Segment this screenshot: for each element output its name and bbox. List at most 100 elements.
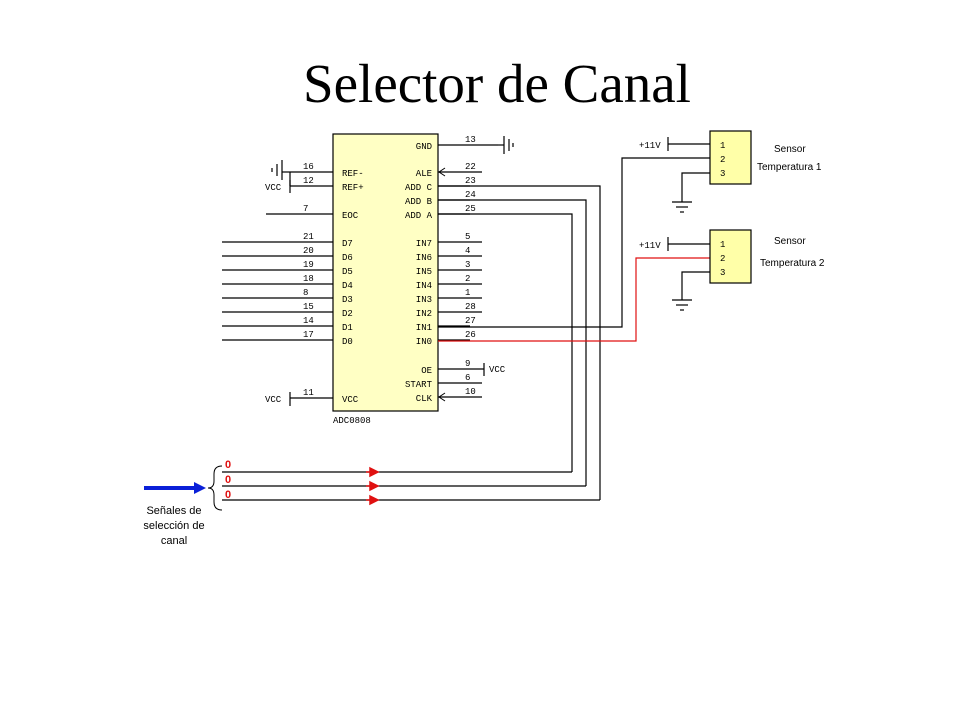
plus11v-label-2: +11V — [639, 241, 661, 251]
pin-number: 19 — [303, 260, 314, 270]
vcc-ref-plus: VCC — [265, 180, 291, 193]
pin-label: START — [405, 380, 433, 390]
selection-bit-a: 0 — [225, 489, 231, 501]
pin-number: 16 — [303, 162, 314, 172]
plus11v-label-1: +11V — [639, 141, 661, 151]
vcc-pin11: VCC — [265, 392, 291, 406]
pin-label: D5 — [342, 267, 353, 277]
pin-number: 3 — [465, 260, 470, 270]
vcc-label-ref: VCC — [265, 183, 282, 193]
red-arrow-icon — [369, 480, 380, 492]
pin-number: 7 — [303, 204, 308, 214]
selection-caption: Señales de selección de canal — [143, 505, 204, 547]
pin-label: CLK — [416, 394, 433, 404]
pin-label: D4 — [342, 281, 353, 291]
plus11v-sensor2: +11V — [639, 237, 710, 251]
pin-number: 25 — [465, 204, 476, 214]
selection-caption-line3: canal — [161, 535, 187, 547]
pin-number: 10 — [465, 387, 476, 397]
blue-arrow-icon — [144, 482, 206, 494]
pin-number: 28 — [465, 302, 476, 312]
sensor-2-body — [709, 229, 752, 284]
pin-number: 11 — [303, 388, 314, 398]
pin-label: IN7 — [416, 239, 432, 249]
vcc-oe: VCC — [483, 363, 506, 376]
pin-label: D2 — [342, 309, 353, 319]
red-arrows — [366, 466, 380, 506]
pin-number: 5 — [465, 232, 470, 242]
input-arrow-icon — [438, 392, 446, 402]
pin-label: GND — [416, 142, 432, 152]
pin-label: D1 — [342, 323, 353, 333]
pin-number: 9 — [465, 359, 470, 369]
red-arrow-icon — [369, 494, 380, 506]
pin-label: IN6 — [416, 253, 432, 263]
sensor-2-pin1: 1 — [720, 240, 725, 250]
vcc-label-oe: VCC — [489, 365, 506, 375]
pin-number: 20 — [303, 246, 314, 256]
left-pin-d3: 8D3 — [222, 288, 353, 305]
pin-number: 4 — [465, 246, 470, 256]
selection-caption-line2: selección de — [143, 520, 204, 532]
address-wires — [222, 185, 601, 501]
sensor-1-pin3: 3 — [720, 169, 725, 179]
sensor-1-pin1: 1 — [720, 141, 725, 151]
pin-label: D7 — [342, 239, 353, 249]
sensor-2-pin2: 2 — [720, 254, 725, 264]
ground-sensor1 — [672, 172, 710, 213]
pin-number: 21 — [303, 232, 314, 242]
pin-number: 17 — [303, 330, 314, 340]
pin-label: VCC — [342, 395, 359, 405]
left-pins: 16REF-12REF+7EOC21D720D619D518D48D315D21… — [222, 162, 364, 405]
pin-number: 27 — [465, 316, 476, 326]
pin-label: D0 — [342, 337, 353, 347]
plus11v-sensor1: +11V — [639, 137, 710, 151]
page-title: Selector de Canal — [303, 53, 691, 114]
pin-label: D3 — [342, 295, 353, 305]
adc-chip-name: ADC0808 — [333, 416, 371, 426]
right-pin-oe: 9OE — [421, 359, 484, 376]
pin-label: ADD B — [405, 197, 433, 207]
pin-number: 1 — [465, 288, 470, 298]
pin-label: IN3 — [416, 295, 432, 305]
sensor-2-name: Temperatura 2 — [760, 258, 825, 269]
sensor-2-title: Sensor — [774, 236, 806, 247]
pin-label: EOC — [342, 211, 359, 221]
pin-label: OE — [421, 366, 432, 376]
adc-chip: ADC0808 16REF-12REF+7EOC21D720D619D518D4… — [222, 133, 498, 426]
sensor-1: 1 2 3 Sensor Temperatura 1 — [709, 130, 822, 185]
pin-number: 2 — [465, 274, 470, 284]
selection-bits: 0 0 0 — [225, 459, 231, 501]
selection-bit-b: 0 — [225, 474, 231, 486]
pin-number: 8 — [303, 288, 308, 298]
pin-label: IN1 — [416, 323, 432, 333]
input-arrow-icon — [438, 167, 446, 177]
sensor1-wire — [438, 157, 710, 328]
pin-number: 14 — [303, 316, 314, 326]
pin-number: 15 — [303, 302, 314, 312]
pin-number: 22 — [465, 162, 476, 172]
ground-symbol-pin13 — [498, 136, 514, 154]
sensor2-wire — [438, 257, 710, 342]
pin-label: IN0 — [416, 337, 432, 347]
